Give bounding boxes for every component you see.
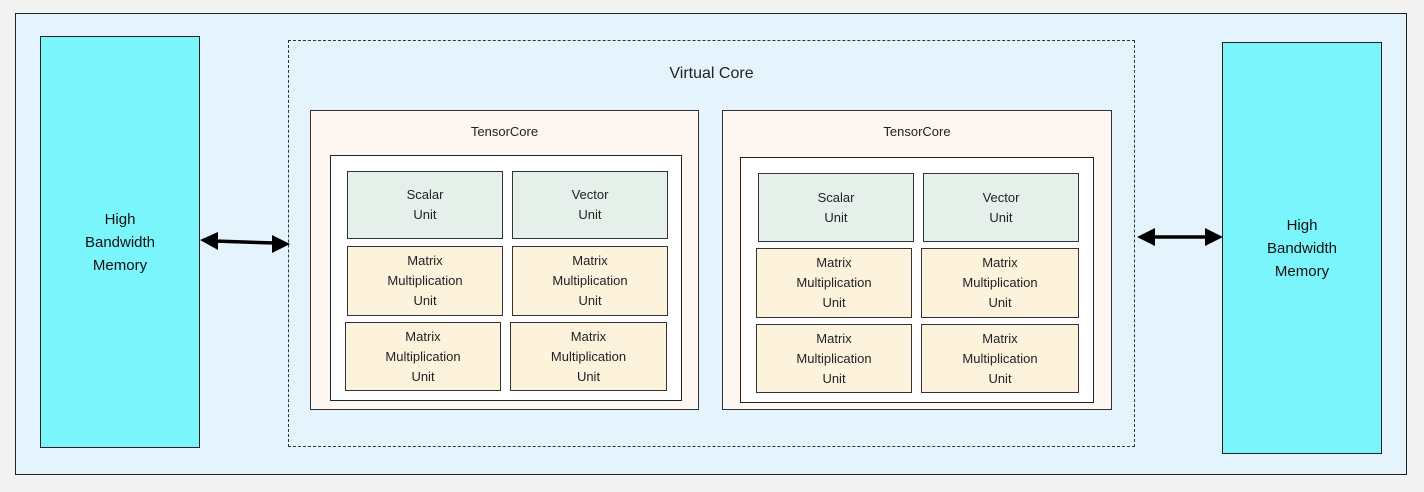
left-memory-arrow bbox=[200, 232, 290, 253]
matrix-multiplication-unit: Matrix Multiplication Unit bbox=[345, 322, 501, 391]
matrix-multiplication-unit: Matrix Multiplication Unit bbox=[512, 246, 668, 316]
matrix-multiplication-unit: Matrix Multiplication Unit bbox=[756, 324, 912, 393]
vector-unit: Vector Unit bbox=[923, 173, 1079, 242]
vector-unit: Vector Unit bbox=[512, 171, 668, 239]
matrix-multiplication-unit: Matrix Multiplication Unit bbox=[510, 322, 667, 391]
virtual-core-title: Virtual Core bbox=[669, 65, 754, 82]
matrix-multiplication-unit: Matrix Multiplication Unit bbox=[347, 246, 503, 316]
diagram-frame bbox=[15, 13, 1407, 475]
matrix-multiplication-unit: Matrix Multiplication Unit bbox=[756, 248, 912, 318]
scalar-unit: Scalar Unit bbox=[347, 171, 503, 239]
scalar-unit: Scalar Unit bbox=[758, 173, 914, 242]
high-bandwidth-memory-left: High Bandwidth Memory bbox=[40, 36, 200, 448]
tensorcore-2-title: TensorCore bbox=[883, 124, 951, 139]
high-bandwidth-memory-right: High Bandwidth Memory bbox=[1222, 42, 1382, 454]
right-memory-arrow bbox=[1137, 228, 1223, 246]
matrix-multiplication-unit: Matrix Multiplication Unit bbox=[921, 248, 1079, 318]
matrix-multiplication-unit: Matrix Multiplication Unit bbox=[921, 324, 1079, 393]
tensorcore-1-title: TensorCore bbox=[470, 124, 539, 139]
